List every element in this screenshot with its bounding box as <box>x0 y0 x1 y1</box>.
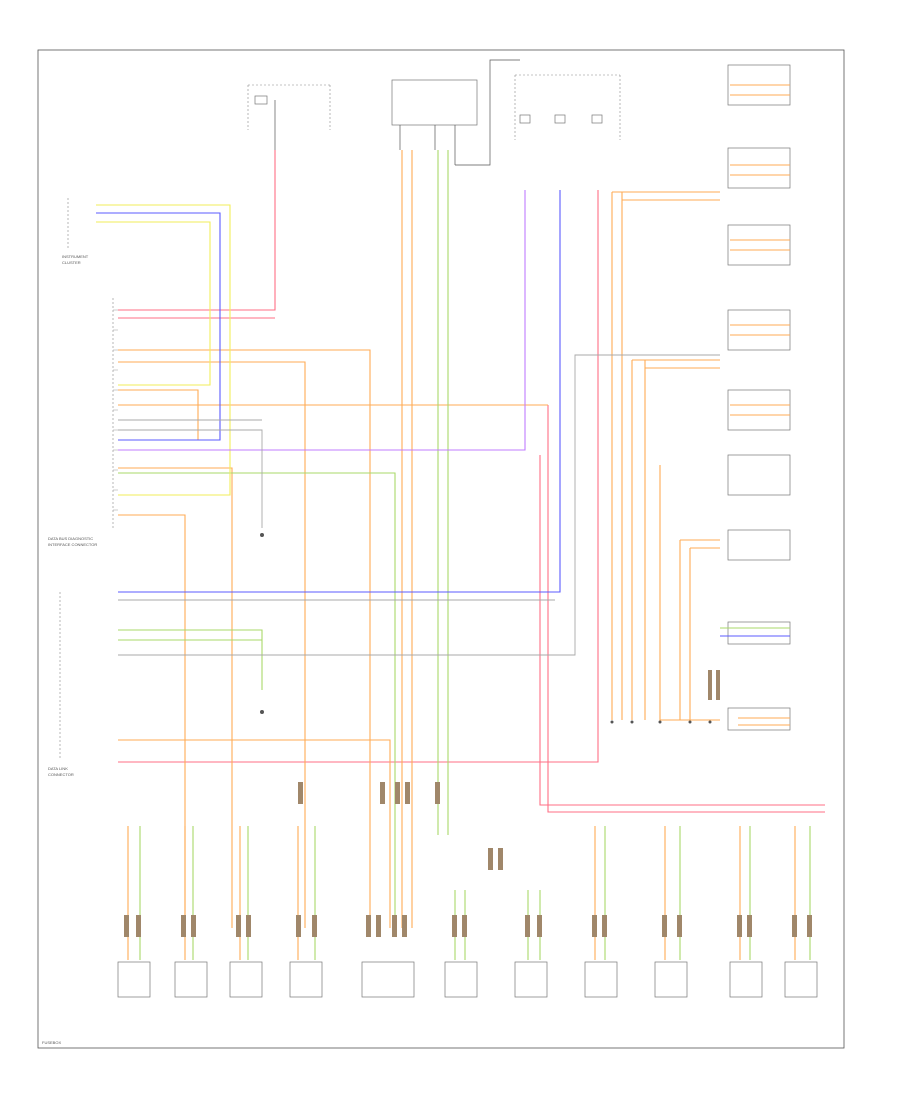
connector-pin-ticks <box>113 309 118 511</box>
top-right-fuse-box <box>514 74 621 140</box>
wire-green <box>118 150 811 960</box>
wire-violet <box>118 190 526 451</box>
main-data-connector: DATA BUS DIAGNOSTIC INTERFACE CONNECTOR <box>48 298 114 547</box>
ground-symbols <box>260 533 712 724</box>
instrument-cluster-connector: INSTRUMENT CLUSTER <box>62 198 89 265</box>
svg-text:CLUSTER: CLUSTER <box>62 260 81 265</box>
wire-gray <box>118 354 720 656</box>
svg-text:INTERFACE CONNECTOR: INTERFACE CONNECTOR <box>48 542 97 547</box>
top-left-fuse-box <box>247 84 331 155</box>
connector-blocks <box>124 670 812 937</box>
bottom-modules <box>117 961 818 998</box>
diagram-frame <box>37 49 845 1049</box>
wire-red-main <box>118 150 825 813</box>
center-control-module <box>391 59 520 166</box>
svg-text:INSTRUMENT: INSTRUMENT <box>62 254 89 259</box>
wire-blue <box>96 190 790 637</box>
svg-text:DATA BUS DIAGNOSTIC: DATA BUS DIAGNOSTIC <box>48 536 93 541</box>
svg-text:DATA LINK: DATA LINK <box>48 766 68 771</box>
data-link-connector: DATA LINK CONNECTOR <box>48 592 74 777</box>
wire-yellow <box>96 204 231 496</box>
wire-orange <box>118 84 796 960</box>
footer-code: FUSEBOX <box>42 1040 61 1045</box>
svg-text:CONNECTOR: CONNECTOR <box>48 772 74 777</box>
